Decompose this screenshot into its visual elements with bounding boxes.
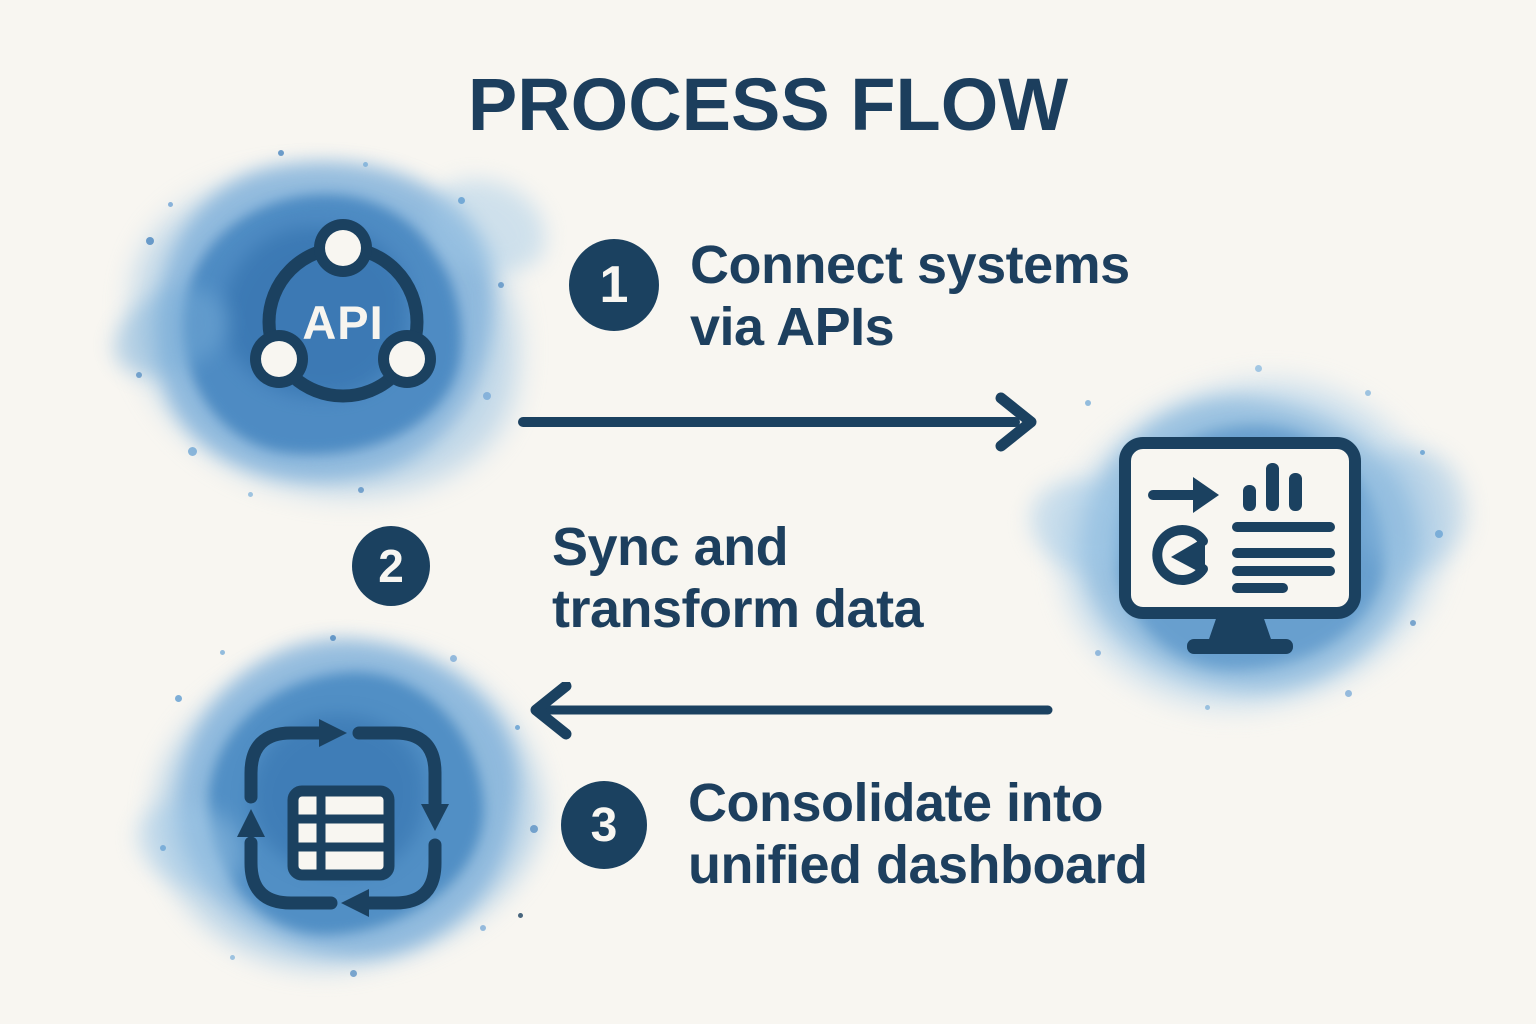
splatter-dot	[458, 197, 465, 204]
splatter-dot	[1420, 450, 1425, 455]
splatter-dot	[480, 925, 486, 931]
api-icon-label: API	[302, 296, 383, 349]
cycle-arc	[244, 726, 326, 804]
splatter-dot	[136, 372, 142, 378]
splatter-dot	[230, 955, 235, 960]
splatter-dot	[1095, 650, 1101, 656]
splatter-dot	[1345, 690, 1352, 697]
bar-chart-glyph	[1289, 473, 1302, 511]
table-sync-cycle-icon	[237, 719, 449, 917]
splatter-dot	[450, 655, 457, 662]
splatter-dot	[358, 487, 364, 493]
step-3-text: Consolidate into unified dashboard	[688, 772, 1148, 896]
step-1-number-badge: 1	[569, 239, 659, 331]
pie-chart-glyph	[1152, 525, 1208, 585]
cycle-arc	[244, 836, 338, 910]
cycle-arrow-head	[237, 809, 265, 837]
dashboard-watercolor-blob	[1018, 348, 1479, 742]
step-text-line: Connect systems	[690, 235, 1130, 295]
monitor-stand	[1208, 613, 1272, 642]
step-number: 3	[590, 798, 618, 852]
bar-chart-glyph	[1266, 463, 1279, 511]
cycle-arc	[362, 838, 442, 910]
step-text-line: Sync and	[552, 517, 789, 577]
step-2-number-badge: 2	[352, 526, 430, 606]
step-text-line: transform data	[552, 579, 924, 639]
splatter-dot	[330, 635, 336, 641]
splatter-dot	[220, 650, 225, 655]
splatter-dot	[518, 913, 523, 918]
cycle-arrow-head	[421, 804, 449, 831]
step-1-text: Connect systems via APIs	[690, 234, 1130, 358]
flow-arrow-left-icon	[530, 682, 1053, 740]
splatter-dot	[175, 695, 182, 702]
dashboard-monitor-icon	[1119, 437, 1361, 654]
bar-chart-glyph	[1243, 485, 1256, 511]
step-text-line: Consolidate into	[688, 773, 1103, 833]
step-number: 1	[599, 256, 629, 314]
table-sync-watercolor-blob	[124, 618, 565, 997]
splatter-dot	[515, 725, 520, 730]
splatter-dot	[1435, 530, 1443, 538]
pie-wedge-glyph	[1171, 537, 1205, 575]
splatter-dot	[1205, 705, 1210, 710]
splatter-dot	[248, 492, 253, 497]
splatter-dot	[160, 845, 166, 851]
splatter-dot	[530, 825, 538, 833]
page-title: PROCESS FLOW	[467, 63, 1069, 146]
splatter-dot	[1365, 390, 1371, 396]
splatter-dot	[168, 202, 173, 207]
splatter-dot	[188, 447, 197, 456]
splatter-dot	[498, 282, 504, 288]
cycle-arc	[352, 726, 442, 810]
table-glyph	[287, 785, 395, 881]
step-3-number-badge: 3	[561, 781, 647, 869]
flow-arrow-right-icon	[518, 392, 1037, 452]
api-network-icon: API	[250, 219, 436, 403]
monitor-base	[1187, 639, 1293, 654]
splatter-dot	[363, 162, 368, 167]
cycle-arrow-head	[341, 889, 369, 917]
step-number: 2	[378, 540, 404, 592]
splatter-dot	[278, 150, 284, 156]
step-2-text: Sync and transform data	[552, 516, 924, 640]
splatter-dot	[350, 970, 357, 977]
splatter-dot	[146, 237, 154, 245]
api-watercolor-blob: API	[95, 128, 560, 536]
step-text-line: unified dashboard	[688, 835, 1148, 895]
splatter-dot	[1255, 365, 1262, 372]
splatter-dot	[483, 392, 491, 400]
arrow-head-glyph	[1193, 477, 1219, 513]
splatter-dot	[1085, 400, 1091, 406]
step-text-line: via APIs	[690, 297, 895, 357]
splatter-dot	[1410, 620, 1416, 626]
cycle-arrow-head	[319, 719, 347, 747]
